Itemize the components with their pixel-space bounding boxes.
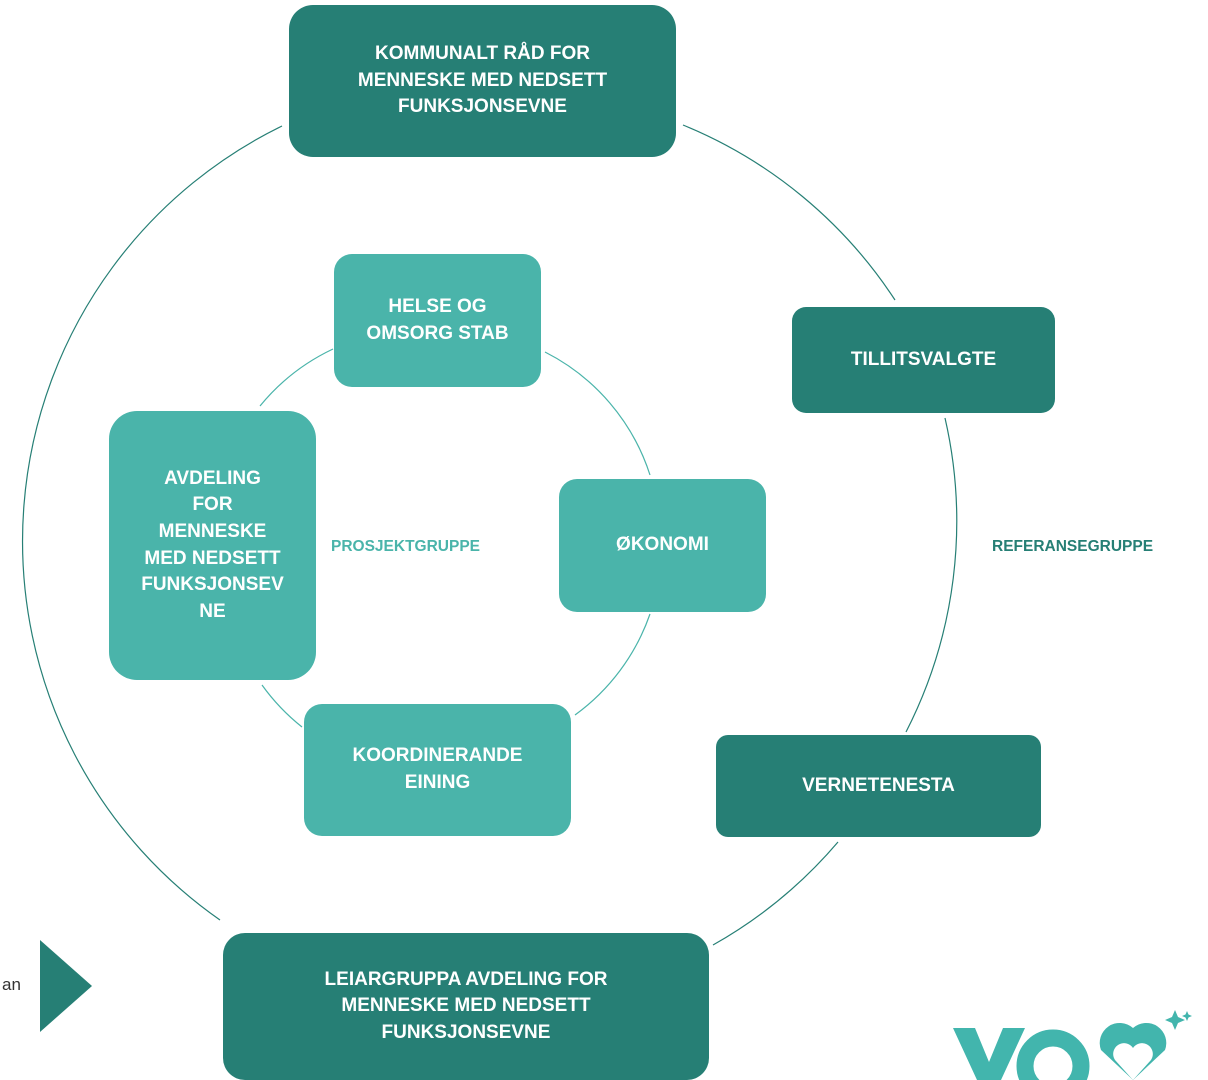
logo-letter-v [953, 1028, 1025, 1080]
logo-sparkle-large [1165, 1010, 1185, 1030]
council-label: KOMMUNALT RÅD FOR MENNESKE MED NEDSETT F… [357, 43, 608, 118]
inner-ring-arc-bottom-left [261, 684, 303, 728]
logo-letter-o [1016, 1029, 1090, 1080]
outer-ring-arc-bottom-right [712, 841, 839, 946]
economy-label: ØKONOMI [616, 534, 709, 556]
union-reps-label: TILLITSVALGTE [850, 348, 997, 370]
inner-ring-arc-top-left [259, 348, 334, 407]
coordinating-unit-label: KOORDINERANDE EINING [352, 745, 523, 793]
economy-box: ØKONOMI [559, 479, 766, 612]
department-label: AVDELING FOR MENNESKE MED NEDSETT FUNKSJ… [141, 467, 284, 622]
safety-service-box: VERNETENESTA [716, 735, 1041, 837]
coordinating-unit-box: KOORDINERANDE EINING [304, 704, 571, 836]
health-staff-box: HELSE OG OMSORG STAB [334, 254, 541, 387]
department-box: AVDELING FOR MENNESKE MED NEDSETT FUNKSJ… [109, 411, 316, 680]
inner-ring-arc-bottom-right [574, 613, 651, 716]
inner-ring-arc-top-right [544, 351, 651, 476]
union-reps-box: TILLITSVALGTE [792, 307, 1055, 413]
outer-ring-arc-top-right [682, 124, 896, 301]
outer-ring-arc-left [21, 125, 283, 921]
project-group-label: PROSJEKTGRUPPE [331, 538, 481, 555]
side-arrow-tab-text: an [0, 940, 40, 1032]
health-staff-label: HELSE OG OMSORG STAB [366, 295, 509, 344]
leader-group-label: LEIARGRUPPA AVDELING FOR MENNESKE MED NE… [324, 968, 608, 1043]
leader-group-box: LEIARGRUPPA AVDELING FOR MENNESKE MED NE… [223, 933, 709, 1080]
safety-service-label: VERNETENESTA [802, 774, 955, 796]
vos-logo-icon [953, 1010, 1192, 1080]
logo-sparkle-small [1182, 1011, 1192, 1021]
council-box: KOMMUNALT RÅD FOR MENNESKE MED NEDSETT F… [289, 5, 676, 157]
outer-ring-arc-right [905, 417, 958, 733]
reference-group-label: REFERANSEGRUPPE [992, 538, 1154, 555]
